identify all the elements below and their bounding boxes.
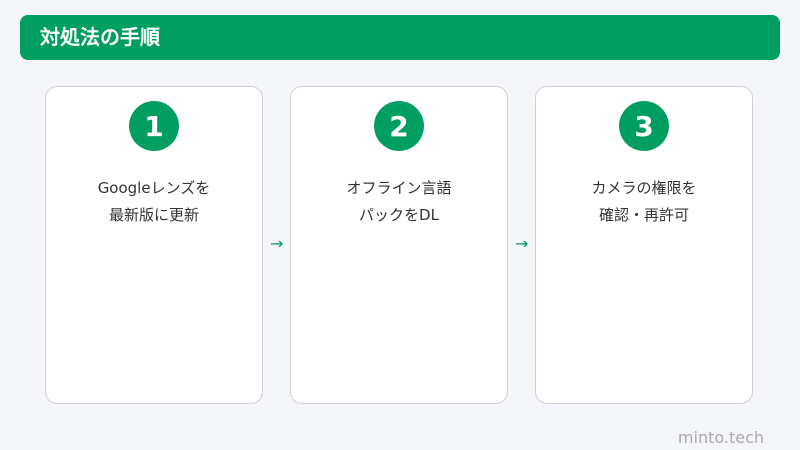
step-card-1: 1 Googleレンズを 最新版に更新 (45, 86, 263, 404)
step-number-badge: 1 (129, 101, 179, 151)
page-title: 対処法の手順 (40, 25, 160, 49)
step-text-line: 確認・再許可 (598, 206, 689, 224)
step-description: カメラの権限を 確認・再許可 (536, 175, 752, 229)
step-text-line: Googleレンズを (97, 179, 211, 197)
step-card-3: 3 カメラの権限を 確認・再許可 (535, 86, 753, 404)
step-text-line: 最新版に更新 (108, 206, 199, 224)
step-text-line: パックをDL (359, 206, 439, 224)
arrow-right-icon: → (515, 234, 529, 253)
step-number-badge: 2 (374, 101, 424, 151)
brand-watermark: minto.tech (677, 428, 764, 447)
header-banner: 対処法の手順 (20, 15, 780, 60)
step-number-badge: 3 (619, 101, 669, 151)
step-text-line: カメラの権限を (591, 179, 697, 197)
step-description: オフライン言語 パックをDL (291, 175, 507, 229)
step-card-2: 2 オフライン言語 パックをDL (290, 86, 508, 404)
step-description: Googleレンズを 最新版に更新 (46, 175, 262, 229)
arrow-right-icon: → (270, 234, 284, 253)
step-text-line: オフライン言語 (346, 179, 452, 197)
